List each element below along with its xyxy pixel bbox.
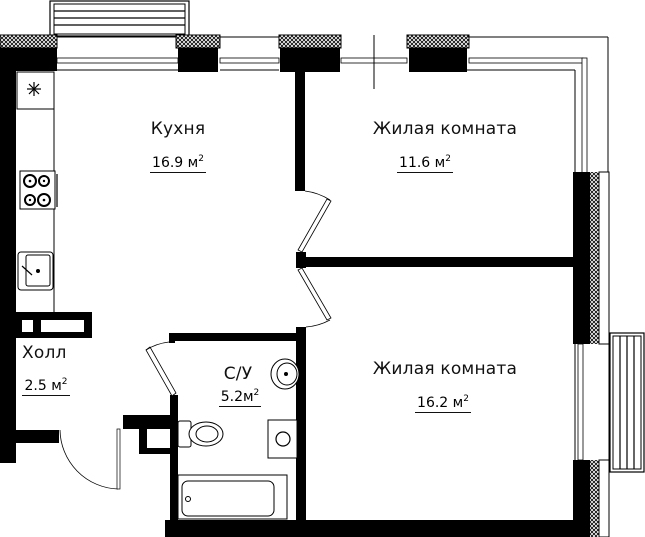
right-balcony [609,332,645,473]
doors [59,190,332,490]
room-area-hall: 2.5 м2 [14,375,78,396]
area-value: 5.2м [220,389,254,405]
right-exterior-wall [573,171,610,537]
area-value: 2.5 м [24,378,62,394]
kitchen-sink-icon [17,251,54,291]
room-name-living-room-2: Жилая комната [372,359,518,379]
room-name-living-room-1: Жилая комната [372,119,518,139]
shower-drain-icon [267,419,298,459]
room-area-bathroom: 5.2м2 [210,386,270,407]
area-value: 11.6 м [399,155,446,171]
area-value: 16.2 м [417,395,464,411]
top-balcony [49,0,190,37]
area-value: 16.9 м [152,155,199,171]
room-name-kitchen: Кухня [150,119,206,139]
area-superscript: 2 [198,154,204,164]
area-superscript: 2 [253,388,260,398]
bathtub-icon [177,474,288,520]
area-superscript: 2 [61,377,68,387]
top-exterior-wall [0,34,609,177]
room-name-bathroom: С/У [223,364,253,384]
room-name-hall: Холл [22,343,67,363]
room-area-living-room-2: 16.2 м2 [403,392,483,413]
room-area-kitchen: 16.9 м2 [138,152,218,173]
left-exterior-wall [0,48,59,463]
area-superscript: 2 [463,394,469,404]
toilet-icon [177,420,224,448]
room-area-living-room-1: 11.6 м2 [385,152,465,173]
area-superscript: 2 [445,154,451,164]
interior-walls [16,72,573,537]
washbasin-icon [270,358,300,390]
refrigerator-icon [27,82,41,96]
stove-icon [19,170,58,210]
